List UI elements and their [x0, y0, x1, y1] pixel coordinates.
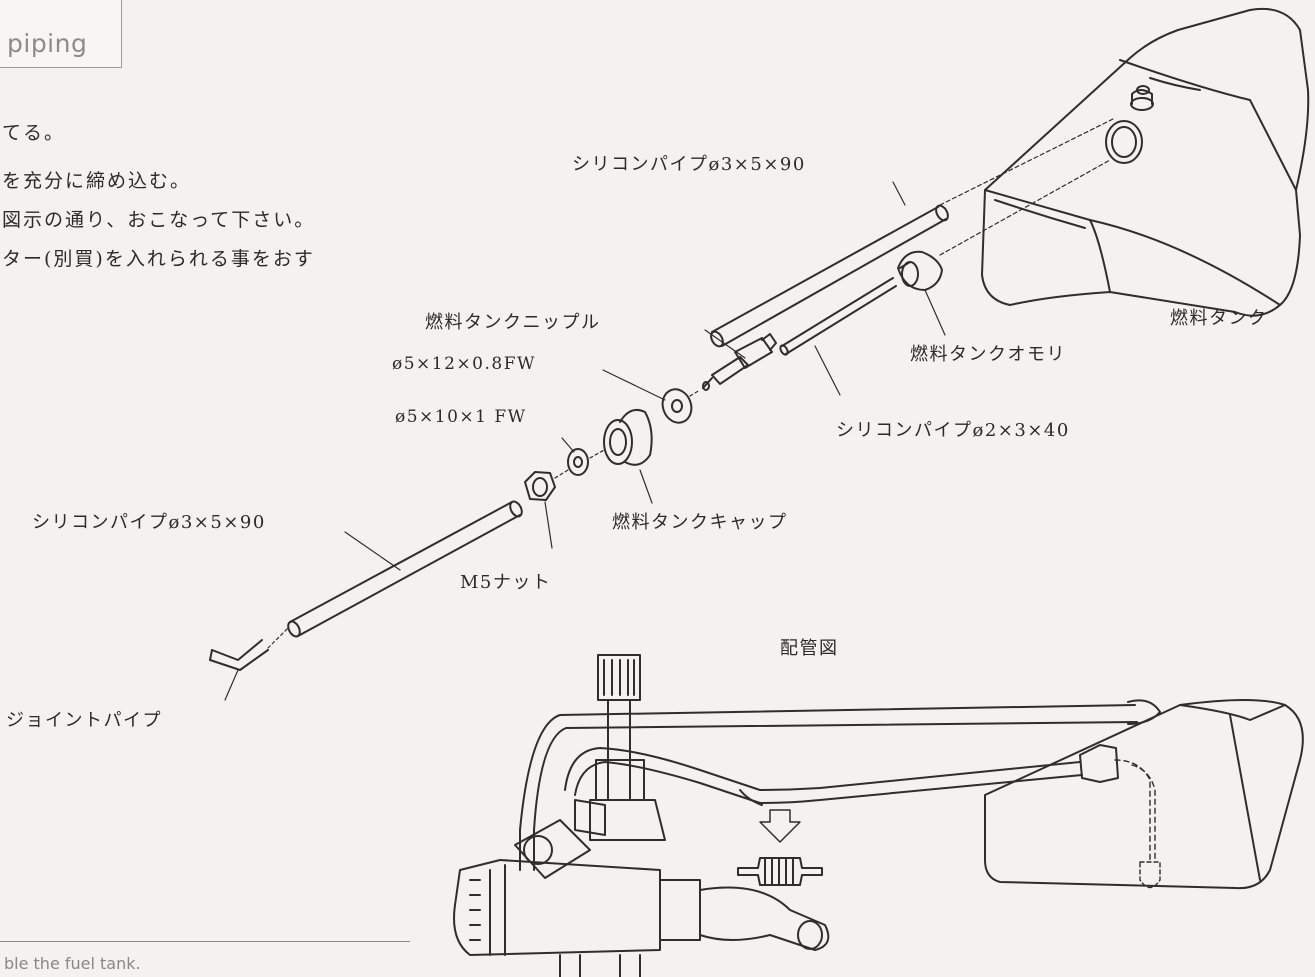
- tank-nipple-drawing: [702, 333, 777, 391]
- small-silicone-pipe-drawing: [779, 277, 897, 356]
- label-silicone-pipe-left: シリコンパイプø3×5×90: [32, 512, 266, 533]
- label-washer-12: ø5×12×0.8FW: [392, 354, 536, 374]
- instruction-line-2: を充分に締め込む。: [2, 170, 192, 192]
- m5-nut-drawing: [524, 471, 556, 501]
- lower-silicone-pipe-drawing: [287, 500, 523, 638]
- joint-pipe-drawing: [209, 639, 269, 671]
- label-fuel-tank-cap: 燃料タンクキャップ: [612, 512, 788, 533]
- instruction-line-3: 図示の通り、おこなって下さい。: [2, 209, 316, 231]
- washer-12-drawing: [661, 388, 693, 424]
- tank-cap-drawing: [603, 409, 653, 466]
- label-fuel-tank: 燃料タンク: [1170, 308, 1268, 329]
- washer-10-drawing: [567, 448, 589, 476]
- tank-weight-drawing: [897, 250, 943, 291]
- label-washer-10: ø5×10×1 FW: [395, 407, 527, 427]
- label-silicone-pipe-top: シリコンパイプø3×5×90: [572, 154, 806, 175]
- label-fuel-tank-nipple: 燃料タンクニップル: [425, 312, 601, 333]
- footer-divider: [0, 941, 410, 942]
- label-fuel-tank-weight: 燃料タンクオモリ: [910, 344, 1066, 365]
- tank-cap-hole: [1105, 120, 1143, 164]
- piping-diagram-drawing: [453, 654, 1304, 977]
- instruction-line-4: ター(別買)を入れられる事をおす: [2, 248, 315, 270]
- upper-silicone-pipe-drawing: [710, 204, 949, 348]
- section-heading-box: piping: [0, 0, 122, 68]
- label-silicone-pipe-small: シリコンパイプø2×3×40: [836, 420, 1070, 441]
- label-m5-nut: M5ナット: [460, 572, 552, 593]
- section-heading: piping: [7, 29, 88, 58]
- label-piping-diagram: 配管図: [780, 638, 839, 659]
- tank-top-nipple: [1130, 85, 1154, 111]
- label-joint-pipe: ジョイントパイプ: [6, 710, 162, 731]
- footer-text: ble the fuel tank.: [4, 954, 141, 973]
- fuel-tank-drawing: [981, 8, 1310, 317]
- instruction-line-1: てる。: [2, 122, 66, 144]
